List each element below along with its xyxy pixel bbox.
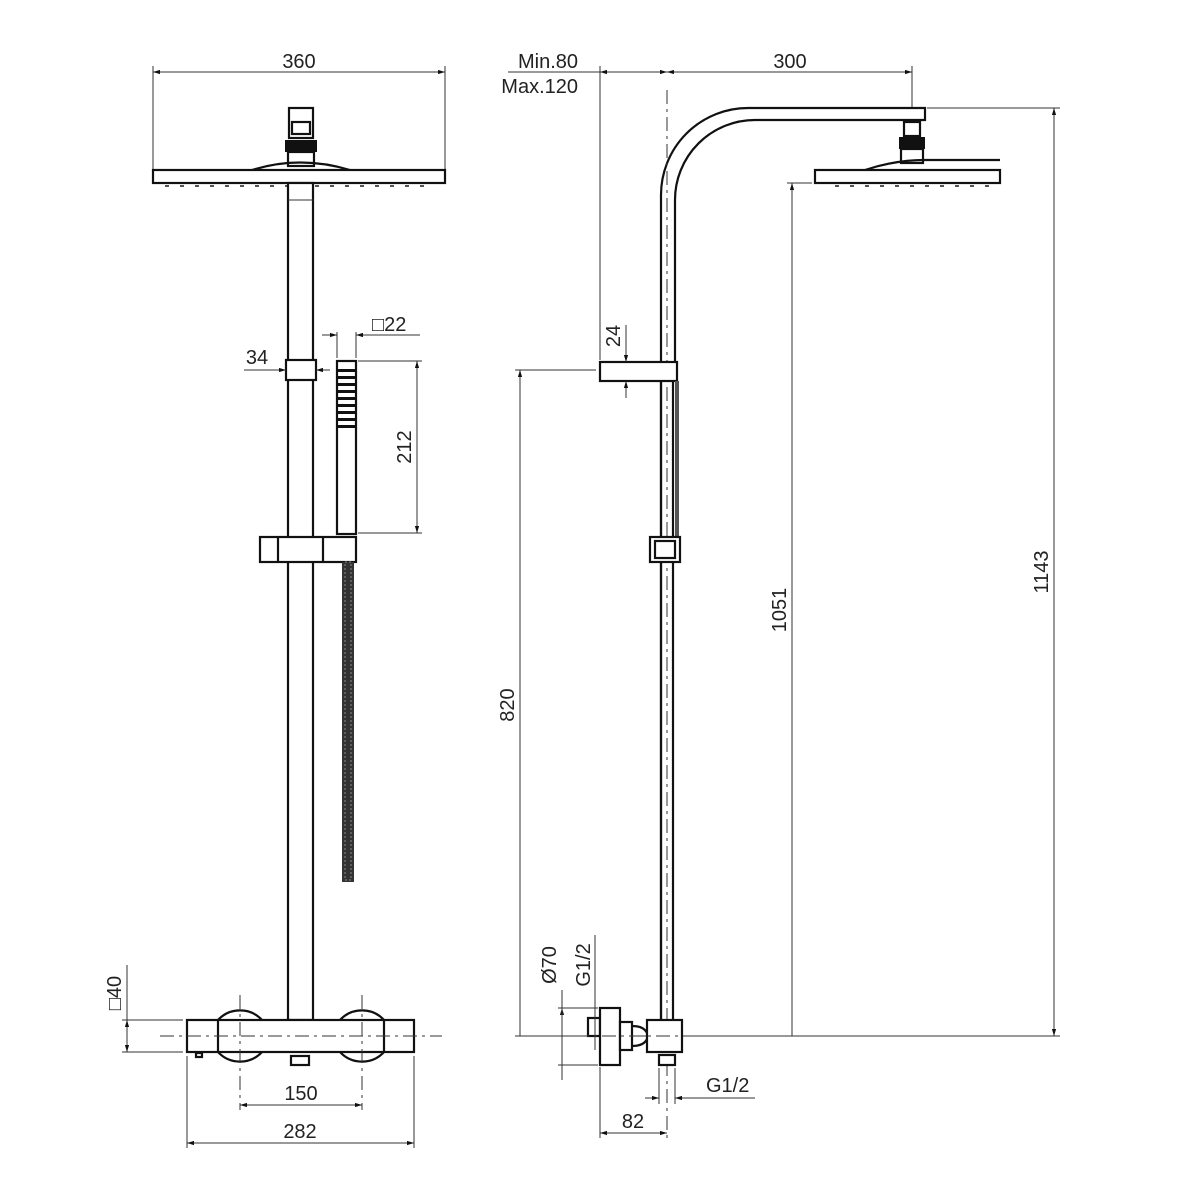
riser-pipe <box>659 90 927 1138</box>
dim-hand-shower-section: □22 <box>322 314 420 358</box>
thermostatic-mixer-front <box>160 995 442 1110</box>
dim-label-82: 82 <box>622 1111 644 1133</box>
dim-hand-shower-length: 212 <box>358 360 422 534</box>
shower-hose <box>342 562 354 882</box>
overhead-shower-head-side <box>813 120 1002 187</box>
dim-total-height: 1143 <box>927 107 1060 1036</box>
dim-label-70: Ø70 <box>539 946 561 984</box>
dim-label-282: 282 <box>283 1121 316 1143</box>
dim-arm-projection: 300 <box>667 51 913 108</box>
dim-label-300: 300 <box>773 51 806 73</box>
dim-wall-offset: Min.80 Max.120 <box>501 51 667 360</box>
dim-label-min80: Min.80 <box>518 51 578 73</box>
dim-label-g12-inlet: G1/2 <box>573 943 595 986</box>
dim-mixer-section: □40 <box>104 965 183 1053</box>
dim-label-max120: Max.120 <box>501 76 578 98</box>
dim-label-1143: 1143 <box>1031 550 1053 593</box>
dim-outlet-thread: G1/2 <box>645 1068 755 1104</box>
dim-label-22: □22 <box>372 314 406 336</box>
dim-label-360: 360 <box>282 51 315 73</box>
side-view: Min.80 Max.120 300 24 <box>497 51 1060 1138</box>
dim-label-24: 24 <box>603 325 625 347</box>
dim-inlet-thread: G1/2 <box>573 935 596 1050</box>
overhead-shower-head <box>151 106 447 187</box>
dim-mixer-length: 282 <box>186 1056 415 1148</box>
wall-bracket: 24 <box>598 325 679 398</box>
dim-mixer-projection: 82 <box>599 1067 667 1138</box>
shower-rail <box>286 181 315 1022</box>
front-view: 360 34 <box>104 51 447 1148</box>
thermostatic-mixer-side <box>575 1006 700 1067</box>
dim-head-width: 360 <box>152 51 446 170</box>
hose-side <box>675 381 679 537</box>
dim-head-clearance: 1051 <box>769 182 812 1036</box>
dim-label-820: 820 <box>497 688 519 721</box>
dim-label-150: 150 <box>284 1083 317 1105</box>
dim-label-34: 34 <box>246 347 268 369</box>
slider <box>284 358 318 382</box>
dim-inlet-spacing: 150 <box>240 1083 362 1108</box>
hand-shower-holder <box>258 535 358 564</box>
dim-bracket-elevation: 820 <box>497 369 596 1036</box>
hand-shower <box>258 359 358 882</box>
dim-flange-diameter: Ø70 <box>539 946 598 1080</box>
dim-label-212: 212 <box>394 430 416 463</box>
dim-slider-width: 34 <box>244 347 330 382</box>
dim-label-1051: 1051 <box>769 588 791 633</box>
dim-label-40: □40 <box>104 976 126 1010</box>
dim-label-g12-outlet: G1/2 <box>706 1075 749 1097</box>
